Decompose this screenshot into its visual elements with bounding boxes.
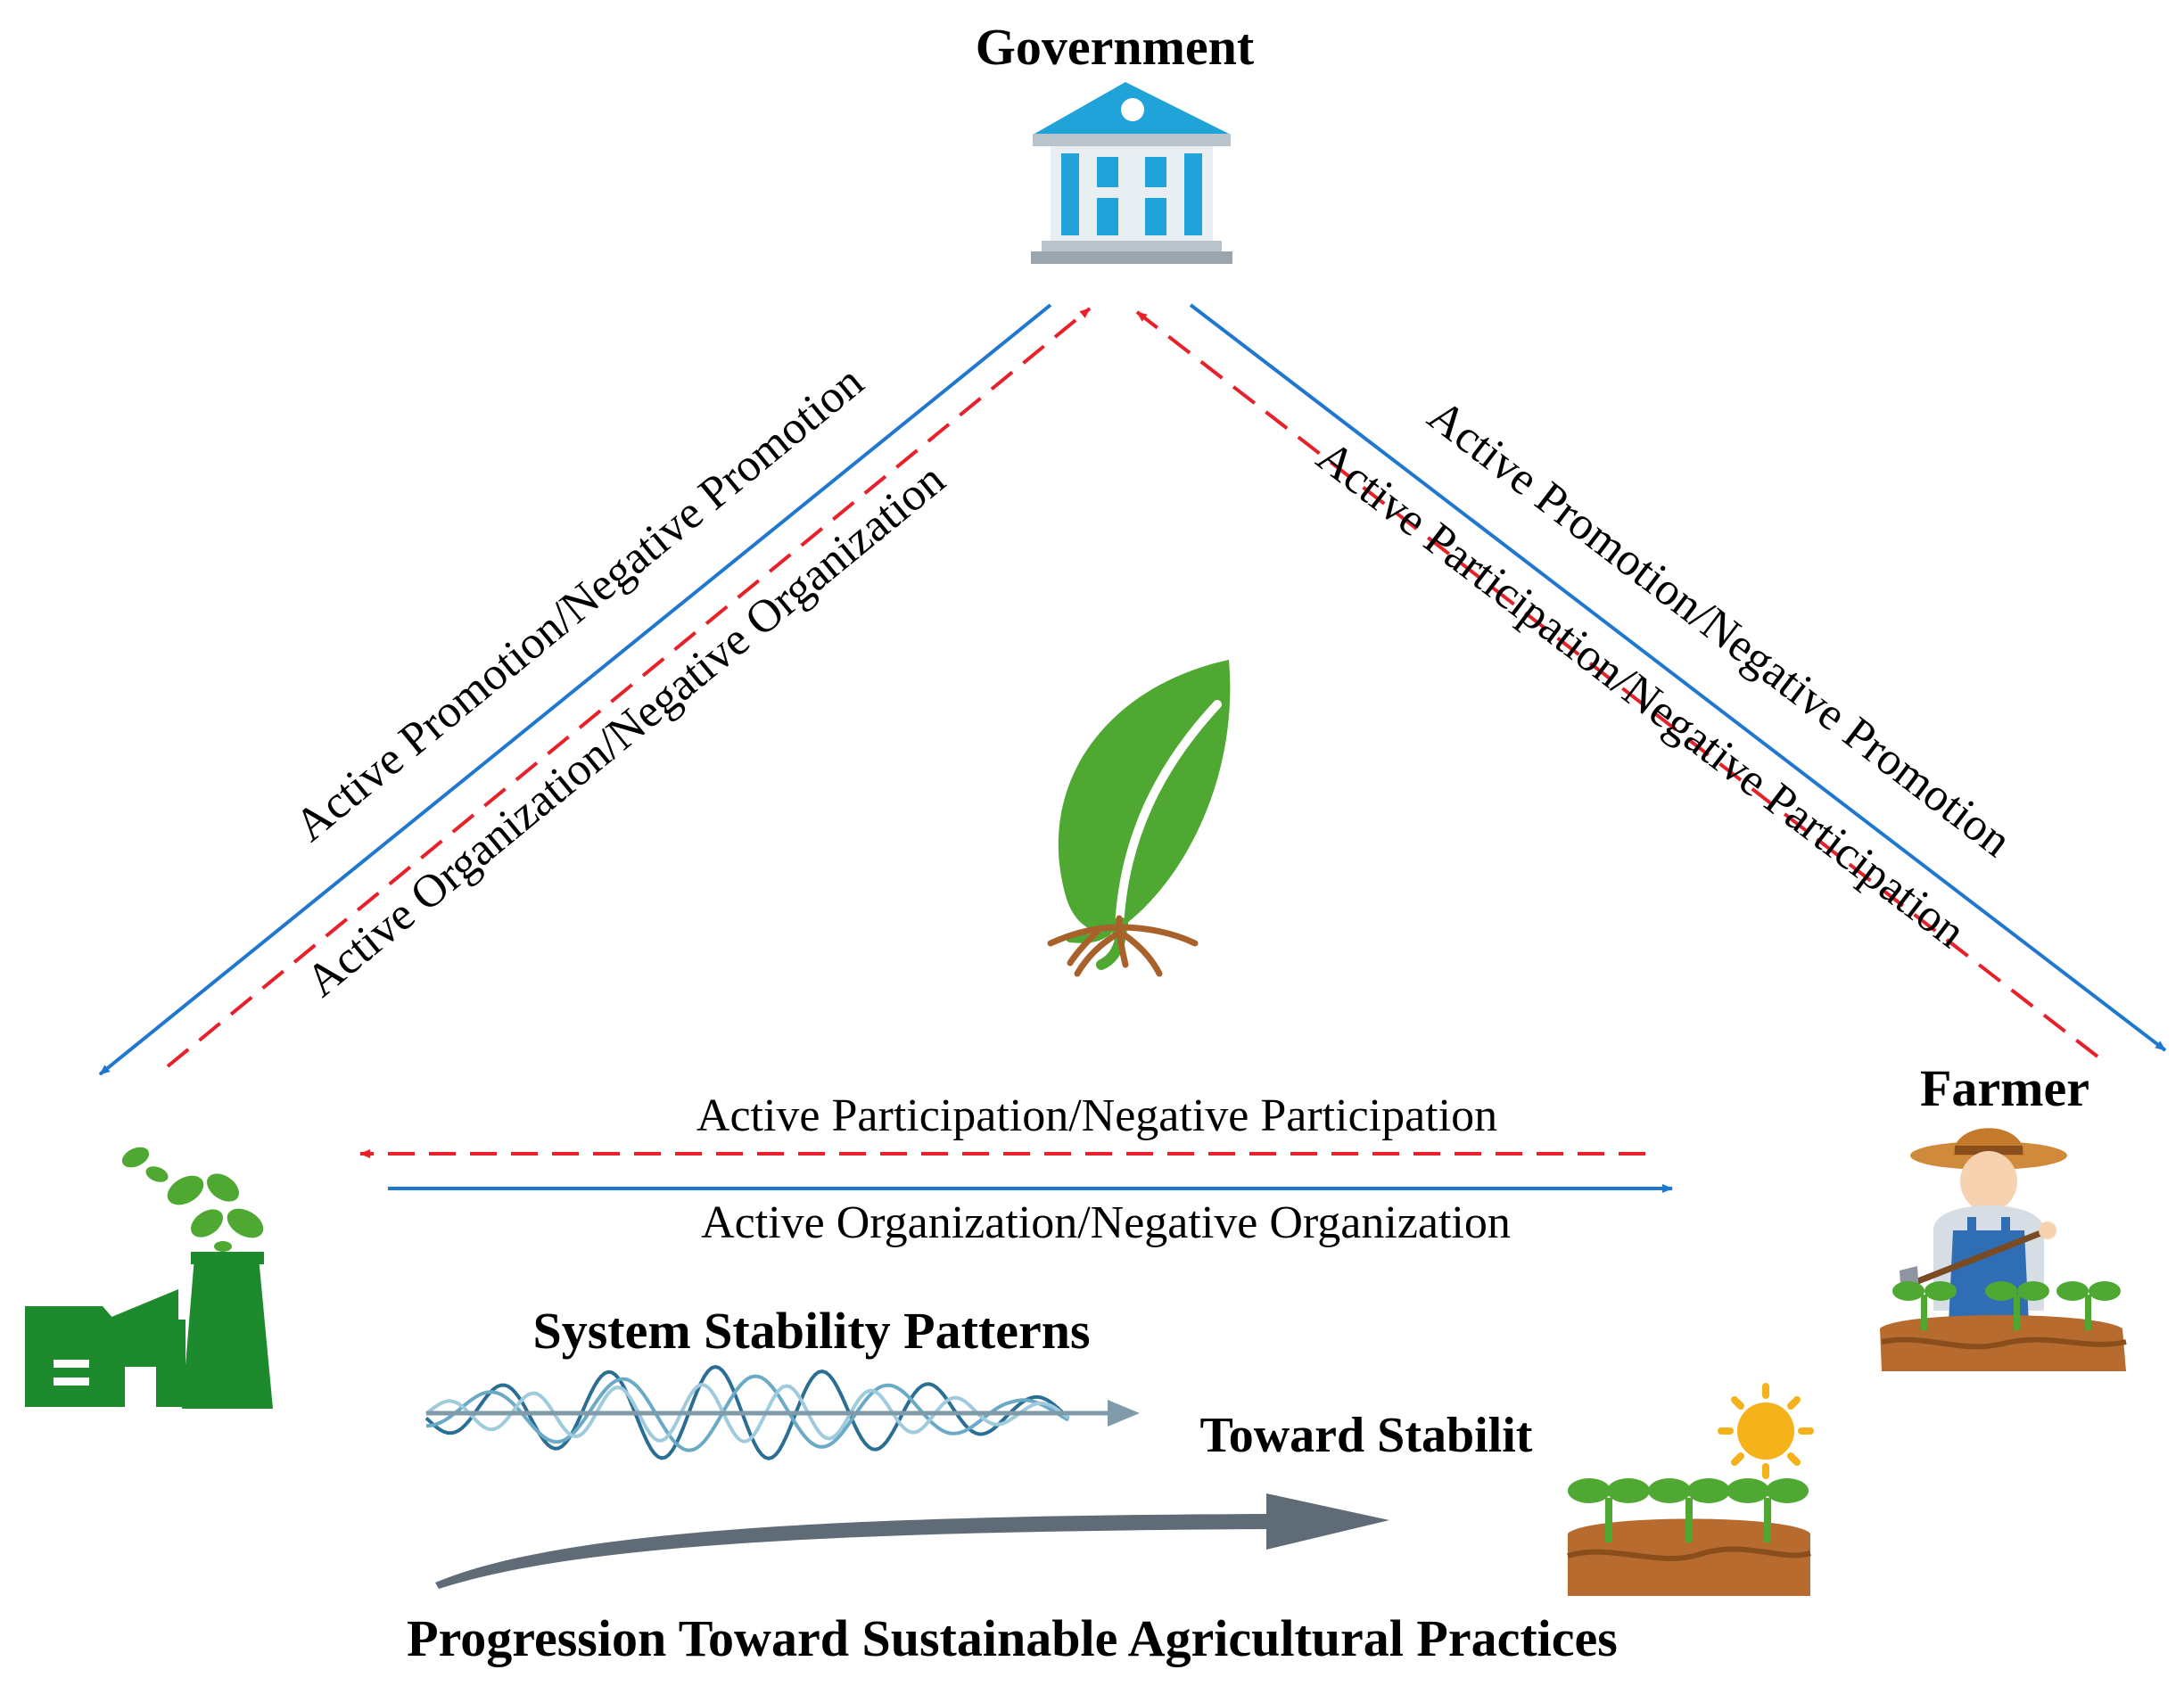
progress-arrow-icon (435, 1493, 1389, 1589)
oscillating-waves-icon (424, 1364, 1140, 1460)
eco-factory-icon (25, 1147, 273, 1409)
government-building-icon (1031, 82, 1232, 264)
government-label: Government (976, 18, 1255, 76)
wave-line-3 (424, 1383, 1070, 1443)
farmer-icon (1880, 1128, 2127, 1371)
wave-line-2 (425, 1374, 1069, 1452)
label-farmer-to-enterprise: Active Participation/Negative Participat… (696, 1090, 1497, 1141)
crops-sun-icon (1567, 1383, 1814, 1596)
government-node: Government (976, 18, 1255, 264)
progression-title: Progression Toward Sustainable Agricultu… (407, 1609, 1618, 1667)
label-enterprise-to-farmer: Active Organization/Negative Organizatio… (701, 1197, 1511, 1248)
sprout-leaf-icon (1047, 660, 1231, 977)
wave-line-1 (424, 1364, 1070, 1460)
stability-patterns-title: System Stability Patterns (532, 1302, 1090, 1360)
label-gov-to-farmer: Active Promotion/Negative Promotion (1419, 391, 2021, 868)
edge-gov-to-enterprise (98, 303, 1052, 1076)
farmer-label: Farmer (1920, 1059, 2089, 1117)
edge-enterprise-to-gov (166, 307, 1092, 1068)
label-farmer-to-gov: Active Participation/Negative Participat… (1307, 431, 1974, 958)
farmer-node: Farmer (1880, 1059, 2127, 1371)
edge-gov-to-farmer (1189, 303, 2167, 1052)
toward-stability-label: Toward Stabilit (1200, 1408, 1533, 1463)
